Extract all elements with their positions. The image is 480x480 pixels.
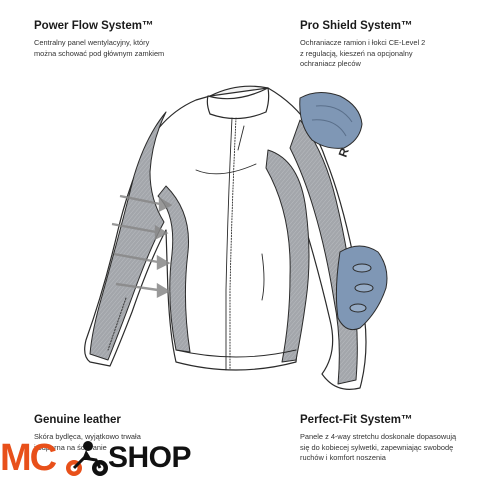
main-zipper xyxy=(225,117,233,371)
feature-title: Pro Shield System™ xyxy=(300,20,413,32)
feature-pro-shield: Pro Shield System™ Ochraniacze ramion i … xyxy=(300,20,470,70)
sleeve-zipper xyxy=(107,297,127,351)
feature-description: Centralny panel wentylacyjny, który możn… xyxy=(34,38,165,58)
airflow-arrows xyxy=(111,194,173,298)
feature-description: Ochraniacze ramion i łokci CE-Level 2 z … xyxy=(300,38,426,69)
logo-mc-text: MC xyxy=(0,437,57,479)
feature-description: Panele z 4-way stretchu doskonale dopaso… xyxy=(300,432,457,463)
feature-power-flow: Power Flow System™ Centralny panel wenty… xyxy=(34,20,204,59)
right-side-stretch-panel xyxy=(265,149,310,363)
feature-title: Perfect-Fit System™ xyxy=(300,414,413,426)
feature-title: Power Flow System™ xyxy=(34,20,154,32)
feature-perfect-fit: Perfect-Fit System™ Panele z 4-way stret… xyxy=(300,414,472,464)
mcshop-logo[interactable]: MC SHOP xyxy=(0,436,210,480)
left-sleeve-stretch-panel xyxy=(89,111,167,361)
right-pocket xyxy=(261,253,265,301)
motorcycle-rider-icon xyxy=(66,441,108,476)
logo-shop-text: SHOP xyxy=(108,441,192,474)
left-side-stretch-panel xyxy=(157,185,191,353)
elbow-protector-icon xyxy=(335,245,388,331)
feature-title: Genuine leather xyxy=(34,414,121,426)
jacket-collar xyxy=(206,87,270,120)
